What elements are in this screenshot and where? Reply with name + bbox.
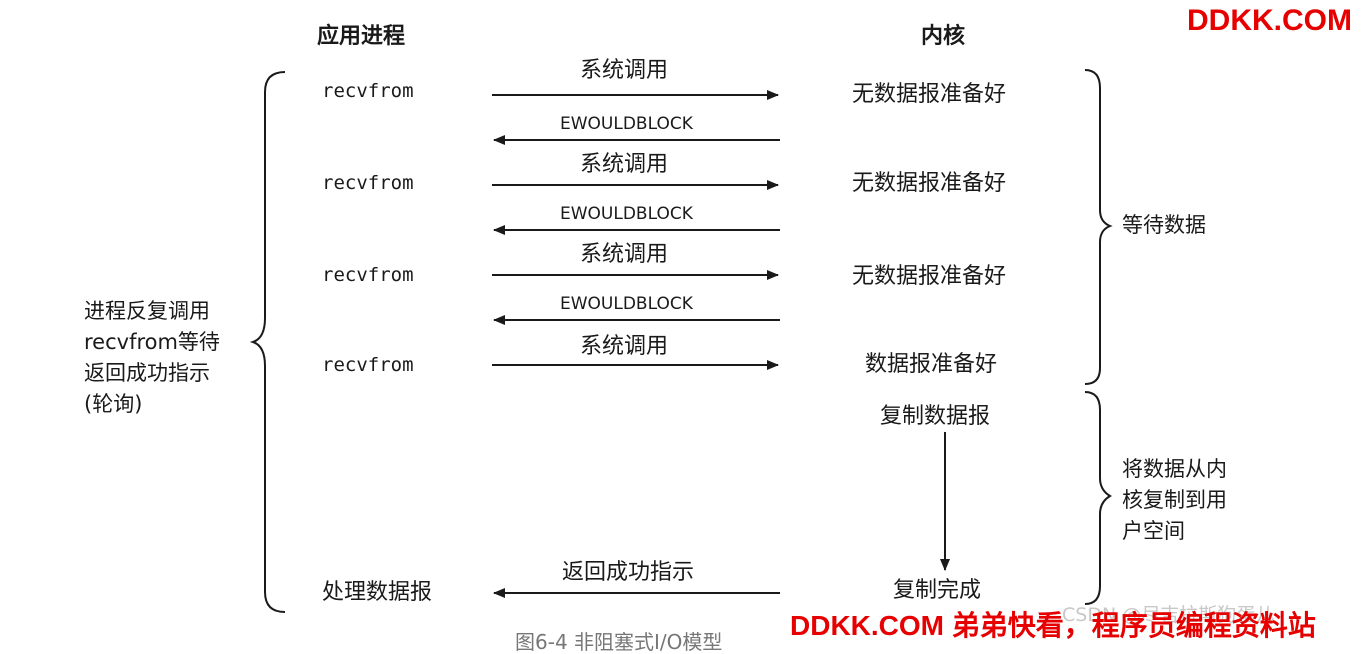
kernel-state-1: 无数据报准备好 — [852, 82, 1007, 107]
syscall-label-2: 系统调用 — [580, 152, 669, 177]
syscall-label-3: 系统调用 — [580, 242, 669, 267]
right-brace-wait-label: 等待数据 — [1122, 213, 1206, 237]
right-brace-copy-line-2: 核复制到用 — [1122, 488, 1227, 512]
copy-datagram-label: 复制数据报 — [880, 404, 991, 429]
copy-complete-label: 复制完成 — [893, 578, 982, 603]
watermark-csdn: CSDN @尽吉拉斯狗蛋儿 — [1062, 604, 1275, 626]
left-brace-line-3: 返回成功指示 — [84, 361, 210, 385]
return-success-label: 返回成功指示 — [562, 560, 695, 585]
left-brace-line-2: recvfrom等待 — [84, 330, 220, 354]
recvfrom-call-3: recvfrom — [322, 264, 414, 286]
ewouldblock-label-3: EWOULDBLOCK — [560, 294, 693, 314]
watermark-bottom: DDKK.COM 弟弟快看，程序员编程资料站 — [790, 610, 1316, 641]
left-brace-line-1: 进程反复调用 — [84, 299, 210, 323]
right-brace-copy-line-1: 将数据从内 — [1122, 457, 1227, 481]
recvfrom-call-1: recvfrom — [322, 80, 414, 102]
figure-caption: 图6-4 非阻塞式I/O模型 — [515, 630, 723, 654]
ewouldblock-label-1: EWOULDBLOCK — [560, 114, 693, 134]
left-brace — [249, 71, 286, 613]
header-kernel: 内核 — [921, 24, 966, 49]
process-datagram-label: 处理数据报 — [322, 580, 433, 605]
right-brace-copy — [1084, 391, 1112, 605]
right-brace-wait — [1084, 69, 1113, 385]
watermark-top: DDKK.COM — [1187, 4, 1352, 37]
ewouldblock-label-2: EWOULDBLOCK — [560, 204, 693, 224]
kernel-state-3: 无数据报准备好 — [852, 264, 1007, 289]
recvfrom-call-2: recvfrom — [322, 172, 414, 194]
recvfrom-call-4: recvfrom — [322, 354, 414, 376]
syscall-label-4: 系统调用 — [580, 334, 669, 359]
kernel-state-2: 无数据报准备好 — [852, 171, 1007, 196]
left-brace-label: 进程反复调用 recvfrom等待 返回成功指示 (轮询) — [84, 296, 254, 420]
right-brace-copy-label: 将数据从内 核复制到用 户空间 — [1122, 454, 1272, 547]
right-brace-copy-line-3: 户空间 — [1122, 519, 1185, 543]
left-brace-line-4: (轮询) — [84, 392, 143, 416]
header-app-process: 应用进程 — [317, 24, 406, 49]
kernel-state-4: 数据报准备好 — [865, 352, 998, 377]
syscall-label-1: 系统调用 — [580, 58, 669, 83]
